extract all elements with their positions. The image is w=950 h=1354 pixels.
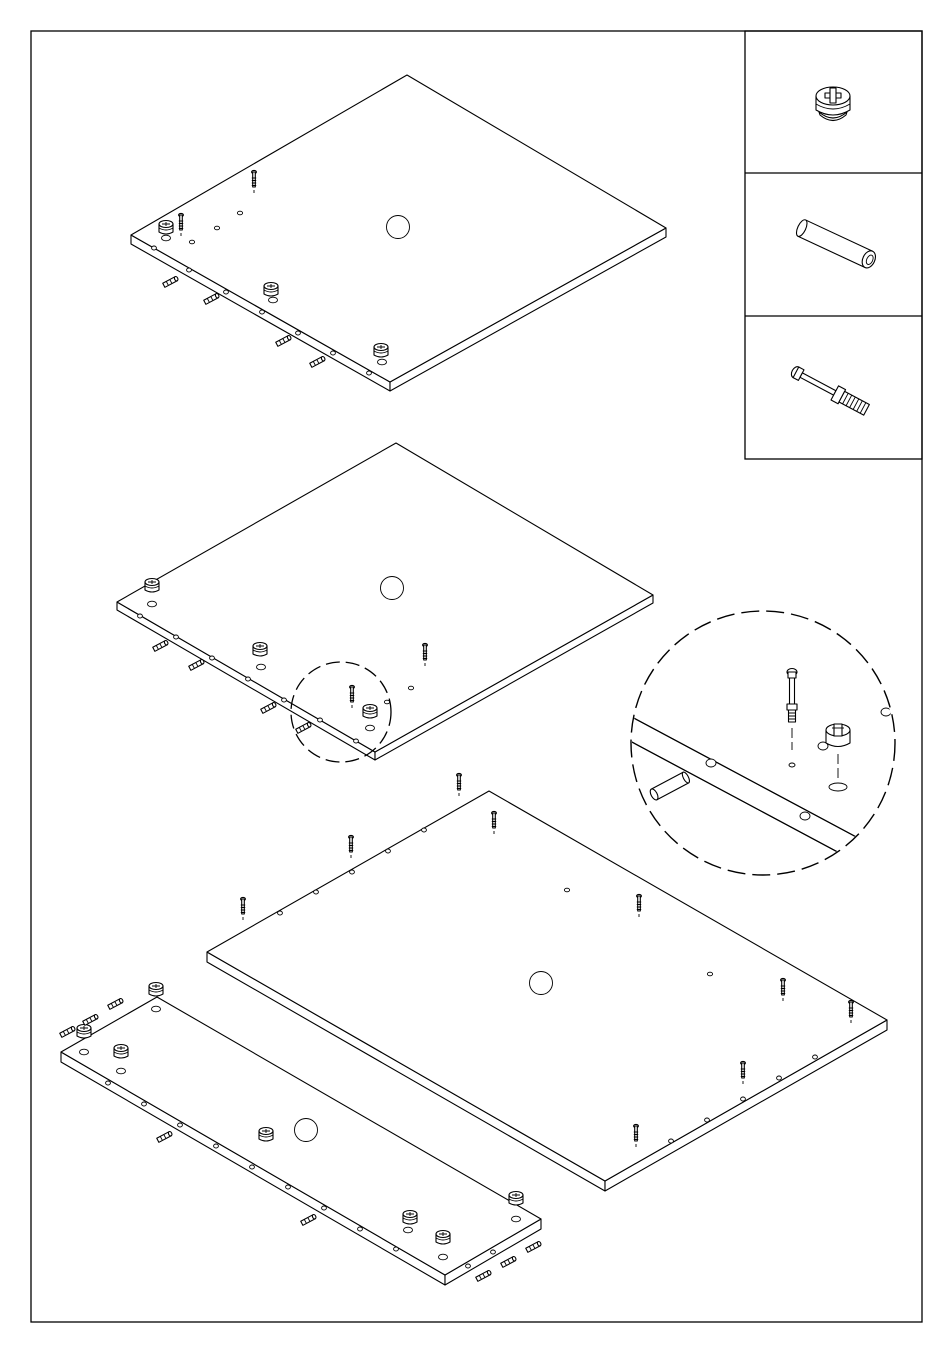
cam-lock-icon [149, 983, 163, 997]
wooden-dowel-icon [794, 218, 878, 270]
wooden-dowel-icon [60, 1026, 76, 1037]
cam-lock-icon [259, 1128, 273, 1142]
part-marker-circle [387, 216, 410, 239]
wooden-dowel-icon [276, 335, 292, 346]
shelf-panel [117, 443, 653, 760]
wooden-dowel-icon [296, 722, 312, 733]
wooden-dowel-icon [261, 702, 277, 713]
wooden-dowel-icon [189, 659, 205, 670]
cam-lock-detail-view [600, 611, 895, 880]
wooden-dowel-icon [501, 1256, 517, 1267]
cam-lock-icon [816, 87, 850, 121]
part-marker-circle [295, 1119, 318, 1142]
cam-lock-icon [264, 283, 278, 297]
wooden-dowel-icon [83, 1014, 99, 1025]
wooden-dowel-icon [157, 1131, 173, 1142]
cam-lock-icon [374, 344, 388, 358]
hardware-legend [745, 31, 922, 459]
wooden-dowel-icon [526, 1241, 542, 1252]
wooden-dowel-icon [301, 1214, 317, 1225]
wooden-dowel-icon [310, 356, 326, 367]
cam-lock-icon [363, 705, 377, 719]
cam-lock-icon [114, 1045, 128, 1059]
cam-lock-icon [145, 579, 159, 593]
cam-lock-icon [253, 643, 267, 657]
cam-lock-icon [403, 1211, 417, 1225]
cam-bolt-icon [349, 835, 354, 858]
part-marker-circle [530, 972, 553, 995]
cam-bolt-icon [789, 363, 871, 417]
wooden-dowel-icon [108, 998, 124, 1009]
cam-bolt-icon [241, 897, 246, 920]
wooden-dowel-icon [153, 640, 169, 651]
cam-lock-icon [159, 221, 173, 235]
cam-lock-icon [77, 1025, 91, 1039]
cam-bolt-icon [457, 773, 462, 796]
cam-lock-icon [436, 1231, 450, 1245]
wooden-dowel-icon [163, 276, 179, 287]
wooden-dowel-icon [204, 293, 220, 304]
wooden-dowel-icon [476, 1270, 492, 1281]
cam-lock-icon [509, 1192, 523, 1206]
top-panel [131, 75, 666, 391]
part-marker-circle [381, 577, 404, 600]
